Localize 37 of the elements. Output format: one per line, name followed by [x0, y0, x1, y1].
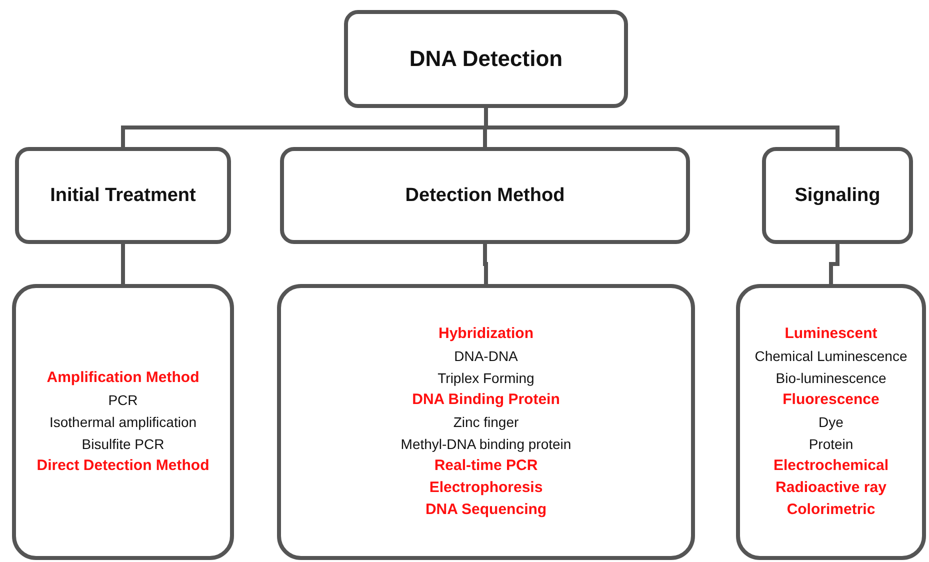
- section-heading: Luminescent: [784, 324, 878, 344]
- section-heading: Radioactive ray: [776, 478, 886, 498]
- category-box: [280, 147, 690, 244]
- connector-line: [121, 244, 125, 284]
- box-title: DNA Detection: [409, 46, 563, 72]
- category-box: [344, 10, 628, 108]
- category-box: [762, 147, 913, 244]
- list-item: DNA-DNA: [454, 347, 518, 366]
- section-heading: DNA Sequencing: [425, 500, 547, 520]
- section-heading: Direct Detection Method: [36, 456, 210, 476]
- list-item: Chemical Luminescence: [754, 347, 908, 366]
- box-title: Initial Treatment: [50, 184, 196, 206]
- list-item: Methyl-DNA binding protein: [400, 435, 572, 454]
- section-heading: Hybridization: [438, 324, 534, 344]
- section-heading: Amplification Method: [46, 368, 200, 388]
- section-heading: Electrochemical: [773, 456, 889, 476]
- box-title: Signaling: [794, 184, 880, 206]
- list-box: [736, 284, 926, 560]
- category-box: [15, 147, 231, 244]
- list-item: Protein: [808, 435, 854, 454]
- section-heading: Real-time PCR: [434, 456, 538, 476]
- list-item: Dye: [818, 413, 844, 432]
- section-heading: Colorimetric: [786, 500, 876, 520]
- section-heading: Fluorescence: [782, 390, 880, 410]
- connector-line: [483, 244, 488, 284]
- section-heading: DNA Binding Protein: [412, 390, 560, 410]
- list-item: Triplex Forming: [438, 369, 534, 388]
- list-item: Bio-luminescence: [776, 369, 886, 388]
- list-item: Zinc finger: [453, 413, 519, 432]
- list-box: [12, 284, 234, 560]
- list-item: PCR: [108, 391, 138, 410]
- connector-line: [829, 244, 840, 284]
- section-heading: Electrophoresis: [429, 478, 543, 498]
- list-item: Isothermal amplification: [49, 413, 197, 432]
- list-item: Bisulfite PCR: [82, 435, 164, 454]
- box-title: Detection Method: [405, 184, 565, 206]
- list-box: [277, 284, 695, 560]
